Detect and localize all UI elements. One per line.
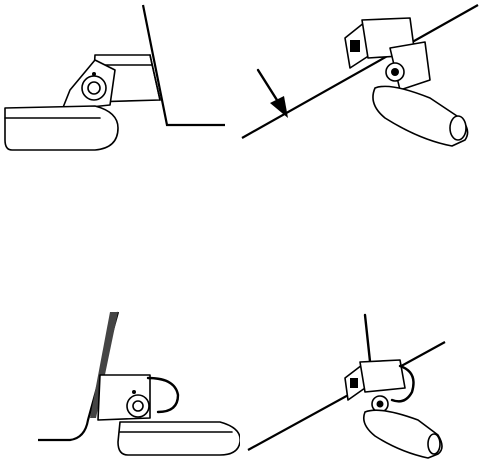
transducer-perspective-cable-diagram [240,300,483,460]
panel-bottom-left-side-view [0,300,240,460]
panel-bottom-right-perspective [240,300,483,460]
transducer-perspective-diagram [240,0,483,200]
transom-hull-line [143,5,225,125]
transducer-side-view-diagram [0,0,240,200]
pivot-bolt-inner [391,68,399,76]
bolt-dot [92,72,96,76]
transducer-body [5,106,118,150]
transducer-face [428,434,440,454]
pivot-bolt-inner [88,82,100,94]
pivot-bolt-inner [377,401,384,408]
panel-top-right-perspective [240,0,483,200]
plate-slot [350,40,360,52]
pivot-bolt-inner [133,401,143,411]
arrow-head [270,96,288,118]
bracket-box [360,360,405,392]
panel-top-left-side-view [0,0,240,200]
plate-slot [350,378,358,388]
bolt-dot [132,390,136,394]
transducer-body [118,422,240,455]
transducer-cable [148,378,178,412]
transducer-face [450,116,466,140]
transducer-side-view-cable-diagram [0,300,240,460]
